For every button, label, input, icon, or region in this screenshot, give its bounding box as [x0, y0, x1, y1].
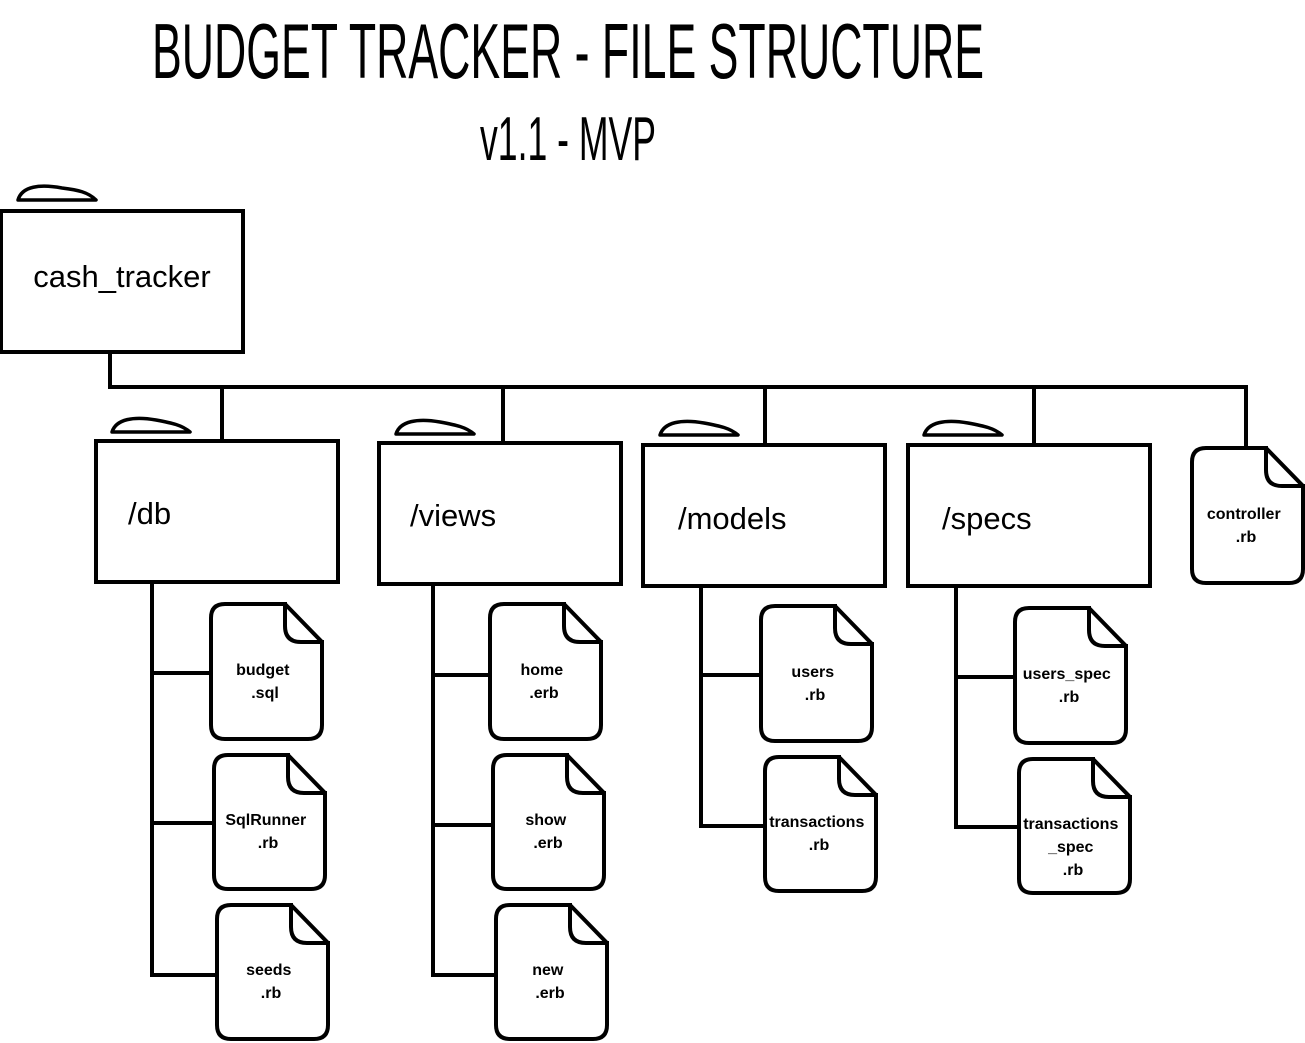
file-controller-rb-label: controller .rb — [1207, 506, 1285, 546]
file-budget-sql-label: budget .sql — [236, 662, 294, 702]
file-controller-rb-ext: .rb — [1236, 529, 1257, 546]
file-show-erb-page — [491, 753, 606, 891]
file-users-rb-page — [759, 604, 874, 743]
file-seeds-rb-fold — [289, 903, 330, 945]
file-new-erb-name: new — [532, 962, 564, 979]
file-budget-sql[interactable]: budget .sql — [209, 602, 324, 741]
file-home-erb[interactable]: home .erb — [488, 602, 603, 741]
root-folder-label: cash_tracker — [33, 259, 210, 294]
file-home-erb-ext: .erb — [529, 685, 559, 702]
file-show-erb-fold — [565, 753, 606, 795]
folder-specs-tab — [922, 419, 1004, 437]
file-seeds-rb-page — [215, 903, 330, 1041]
file-sqlrunner-rb-page — [212, 753, 327, 891]
file-new-erb-fold — [568, 903, 609, 945]
file-show-erb-ext: .erb — [533, 835, 563, 852]
file-new-erb[interactable]: new .erb — [494, 903, 609, 1041]
file-sqlrunner-rb-name: SqlRunner — [225, 812, 306, 829]
file-seeds-rb[interactable]: seeds .rb — [215, 903, 330, 1041]
file-users-rb-ext: .rb — [805, 687, 826, 704]
file-users-spec-rb-page — [1013, 606, 1128, 745]
file-controller-rb[interactable]: controller .rb — [1190, 446, 1305, 585]
file-users-rb-label: users .rb — [791, 664, 838, 704]
file-sqlrunner-rb-ext: .rb — [258, 835, 279, 852]
file-transactions-rb[interactable]: transactions .rb — [763, 755, 878, 893]
folder-models-label: /models — [678, 501, 787, 536]
file-transactions-spec-rb-name: transactions — [1023, 816, 1118, 833]
file-users-spec-rb-name: users_spec — [1023, 666, 1111, 683]
file-seeds-rb-name: seeds — [246, 962, 291, 979]
folder-specs[interactable]: /specs — [906, 419, 1152, 588]
file-users-spec-rb[interactable]: users_spec .rb — [1013, 606, 1128, 745]
file-transactions-rb-fold — [837, 755, 878, 797]
file-new-erb-label: new .erb — [532, 962, 568, 1002]
folder-views-box — [377, 441, 623, 586]
folder-models-tab — [658, 419, 740, 437]
file-home-erb-page — [488, 602, 603, 741]
file-controller-rb-fold — [1264, 446, 1305, 488]
folder-models-box — [641, 443, 887, 588]
file-transactions-spec-rb-ext: .rb — [1063, 862, 1084, 879]
file-sqlrunner-rb-label: SqlRunner .rb — [225, 812, 310, 852]
file-home-erb-label: home .erb — [520, 662, 567, 702]
file-users-spec-rb-label: users_spec .rb — [1023, 666, 1116, 706]
folder-views-label: /views — [410, 498, 496, 533]
folder-views[interactable]: /views — [377, 418, 623, 586]
file-transactions-rb-page — [763, 755, 878, 893]
file-transactions-rb-ext: .rb — [809, 837, 830, 854]
root-folder-tab — [16, 184, 98, 202]
file-transactions-spec-rb-page — [1017, 757, 1132, 895]
file-new-erb-ext: .erb — [535, 985, 565, 1002]
file-seeds-rb-label: seeds .rb — [246, 962, 296, 1002]
file-show-erb-label: show .erb — [525, 812, 570, 852]
file-controller-rb-page — [1190, 446, 1305, 585]
file-budget-sql-name: budget — [236, 662, 290, 679]
file-budget-sql-fold — [283, 602, 324, 644]
file-users-spec-rb-fold — [1087, 606, 1128, 648]
root-folder[interactable]: cash_tracker — [0, 184, 245, 354]
file-users-rb-name: users — [791, 664, 834, 681]
file-new-erb-page — [494, 903, 609, 1041]
file-home-erb-name: home — [520, 662, 563, 679]
file-show-erb-name: show — [525, 812, 566, 829]
file-show-erb[interactable]: show .erb — [491, 753, 606, 891]
file-transactions-rb-label: transactions .rb — [769, 814, 869, 854]
root-folder-box — [0, 209, 245, 354]
file-budget-sql-page — [209, 602, 324, 741]
file-home-erb-fold — [562, 602, 603, 644]
file-transactions-rb-name: transactions — [769, 814, 864, 831]
connector-lines — [108, 350, 1248, 977]
folder-db[interactable]: /db — [94, 416, 340, 584]
file-controller-rb-name: controller — [1207, 506, 1281, 523]
file-transactions-spec-rb-fold — [1091, 757, 1132, 799]
file-sqlrunner-rb-fold — [286, 753, 327, 795]
file-transactions-spec-rb-mid: _spec — [1047, 839, 1093, 856]
file-transactions-spec-rb[interactable]: transactions _spec .rb — [1017, 757, 1132, 895]
folder-specs-label: /specs — [942, 501, 1032, 536]
file-users-rb-fold — [833, 604, 874, 646]
folder-models[interactable]: /models — [641, 419, 887, 588]
diagram-title: BUDGET TRACKER - FILE STRUCTURE — [152, 7, 984, 95]
folder-specs-box — [906, 443, 1152, 588]
file-users-spec-rb-ext: .rb — [1059, 689, 1080, 706]
diagram-subtitle: v1.1 - MVP — [480, 105, 656, 174]
file-budget-sql-ext: .sql — [251, 685, 279, 702]
file-sqlrunner-rb[interactable]: SqlRunner .rb — [212, 753, 327, 891]
file-transactions-spec-rb-label: transactions _spec .rb — [1023, 816, 1123, 879]
folder-views-tab — [394, 418, 476, 436]
folder-db-label: /db — [128, 496, 171, 531]
folder-db-box — [94, 439, 340, 584]
file-seeds-rb-ext: .rb — [261, 985, 282, 1002]
folder-db-tab — [110, 416, 192, 434]
file-users-rb[interactable]: users .rb — [759, 604, 874, 743]
